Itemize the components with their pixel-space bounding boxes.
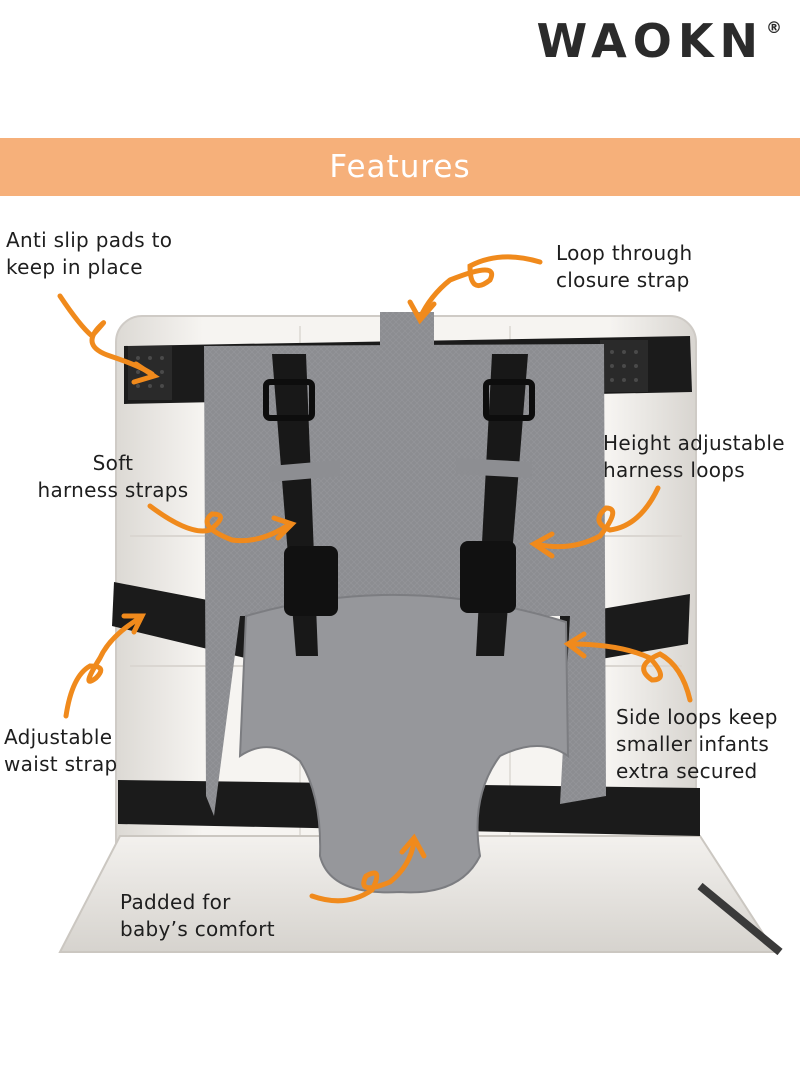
harness-straps xyxy=(263,354,535,656)
arrow-waist-strap xyxy=(63,613,147,719)
arrow-height-adjustable xyxy=(529,485,661,559)
callout-height-adjustable: Height adjustable harness loops xyxy=(603,431,785,482)
arrow-soft-harness xyxy=(147,503,297,544)
arrow-padded xyxy=(309,833,427,904)
arrow-anti-slip xyxy=(57,293,160,385)
brand-logo: WAOKN® xyxy=(536,14,782,68)
callout-arrows xyxy=(57,254,693,904)
callout-padded: Padded for baby’s comfort xyxy=(120,890,275,941)
brand-name: WAOKN xyxy=(536,14,764,68)
product-illustration xyxy=(57,254,783,956)
callout-waist-strap: Adjustable waist strap xyxy=(4,725,118,776)
arrow-side-loops xyxy=(563,631,693,703)
callout-loop-through: Loop through closure strap xyxy=(556,241,693,292)
arrow-loop-through xyxy=(407,254,543,325)
features-title: Features xyxy=(329,149,471,185)
features-banner: Features xyxy=(0,138,800,196)
callout-anti-slip: Anti slip pads to keep in place xyxy=(6,228,173,279)
callout-side-loops: Side loops keep smaller infants extra se… xyxy=(616,705,778,783)
callout-soft-harness: Soft harness straps xyxy=(37,451,189,502)
registered-mark: ® xyxy=(766,18,782,37)
